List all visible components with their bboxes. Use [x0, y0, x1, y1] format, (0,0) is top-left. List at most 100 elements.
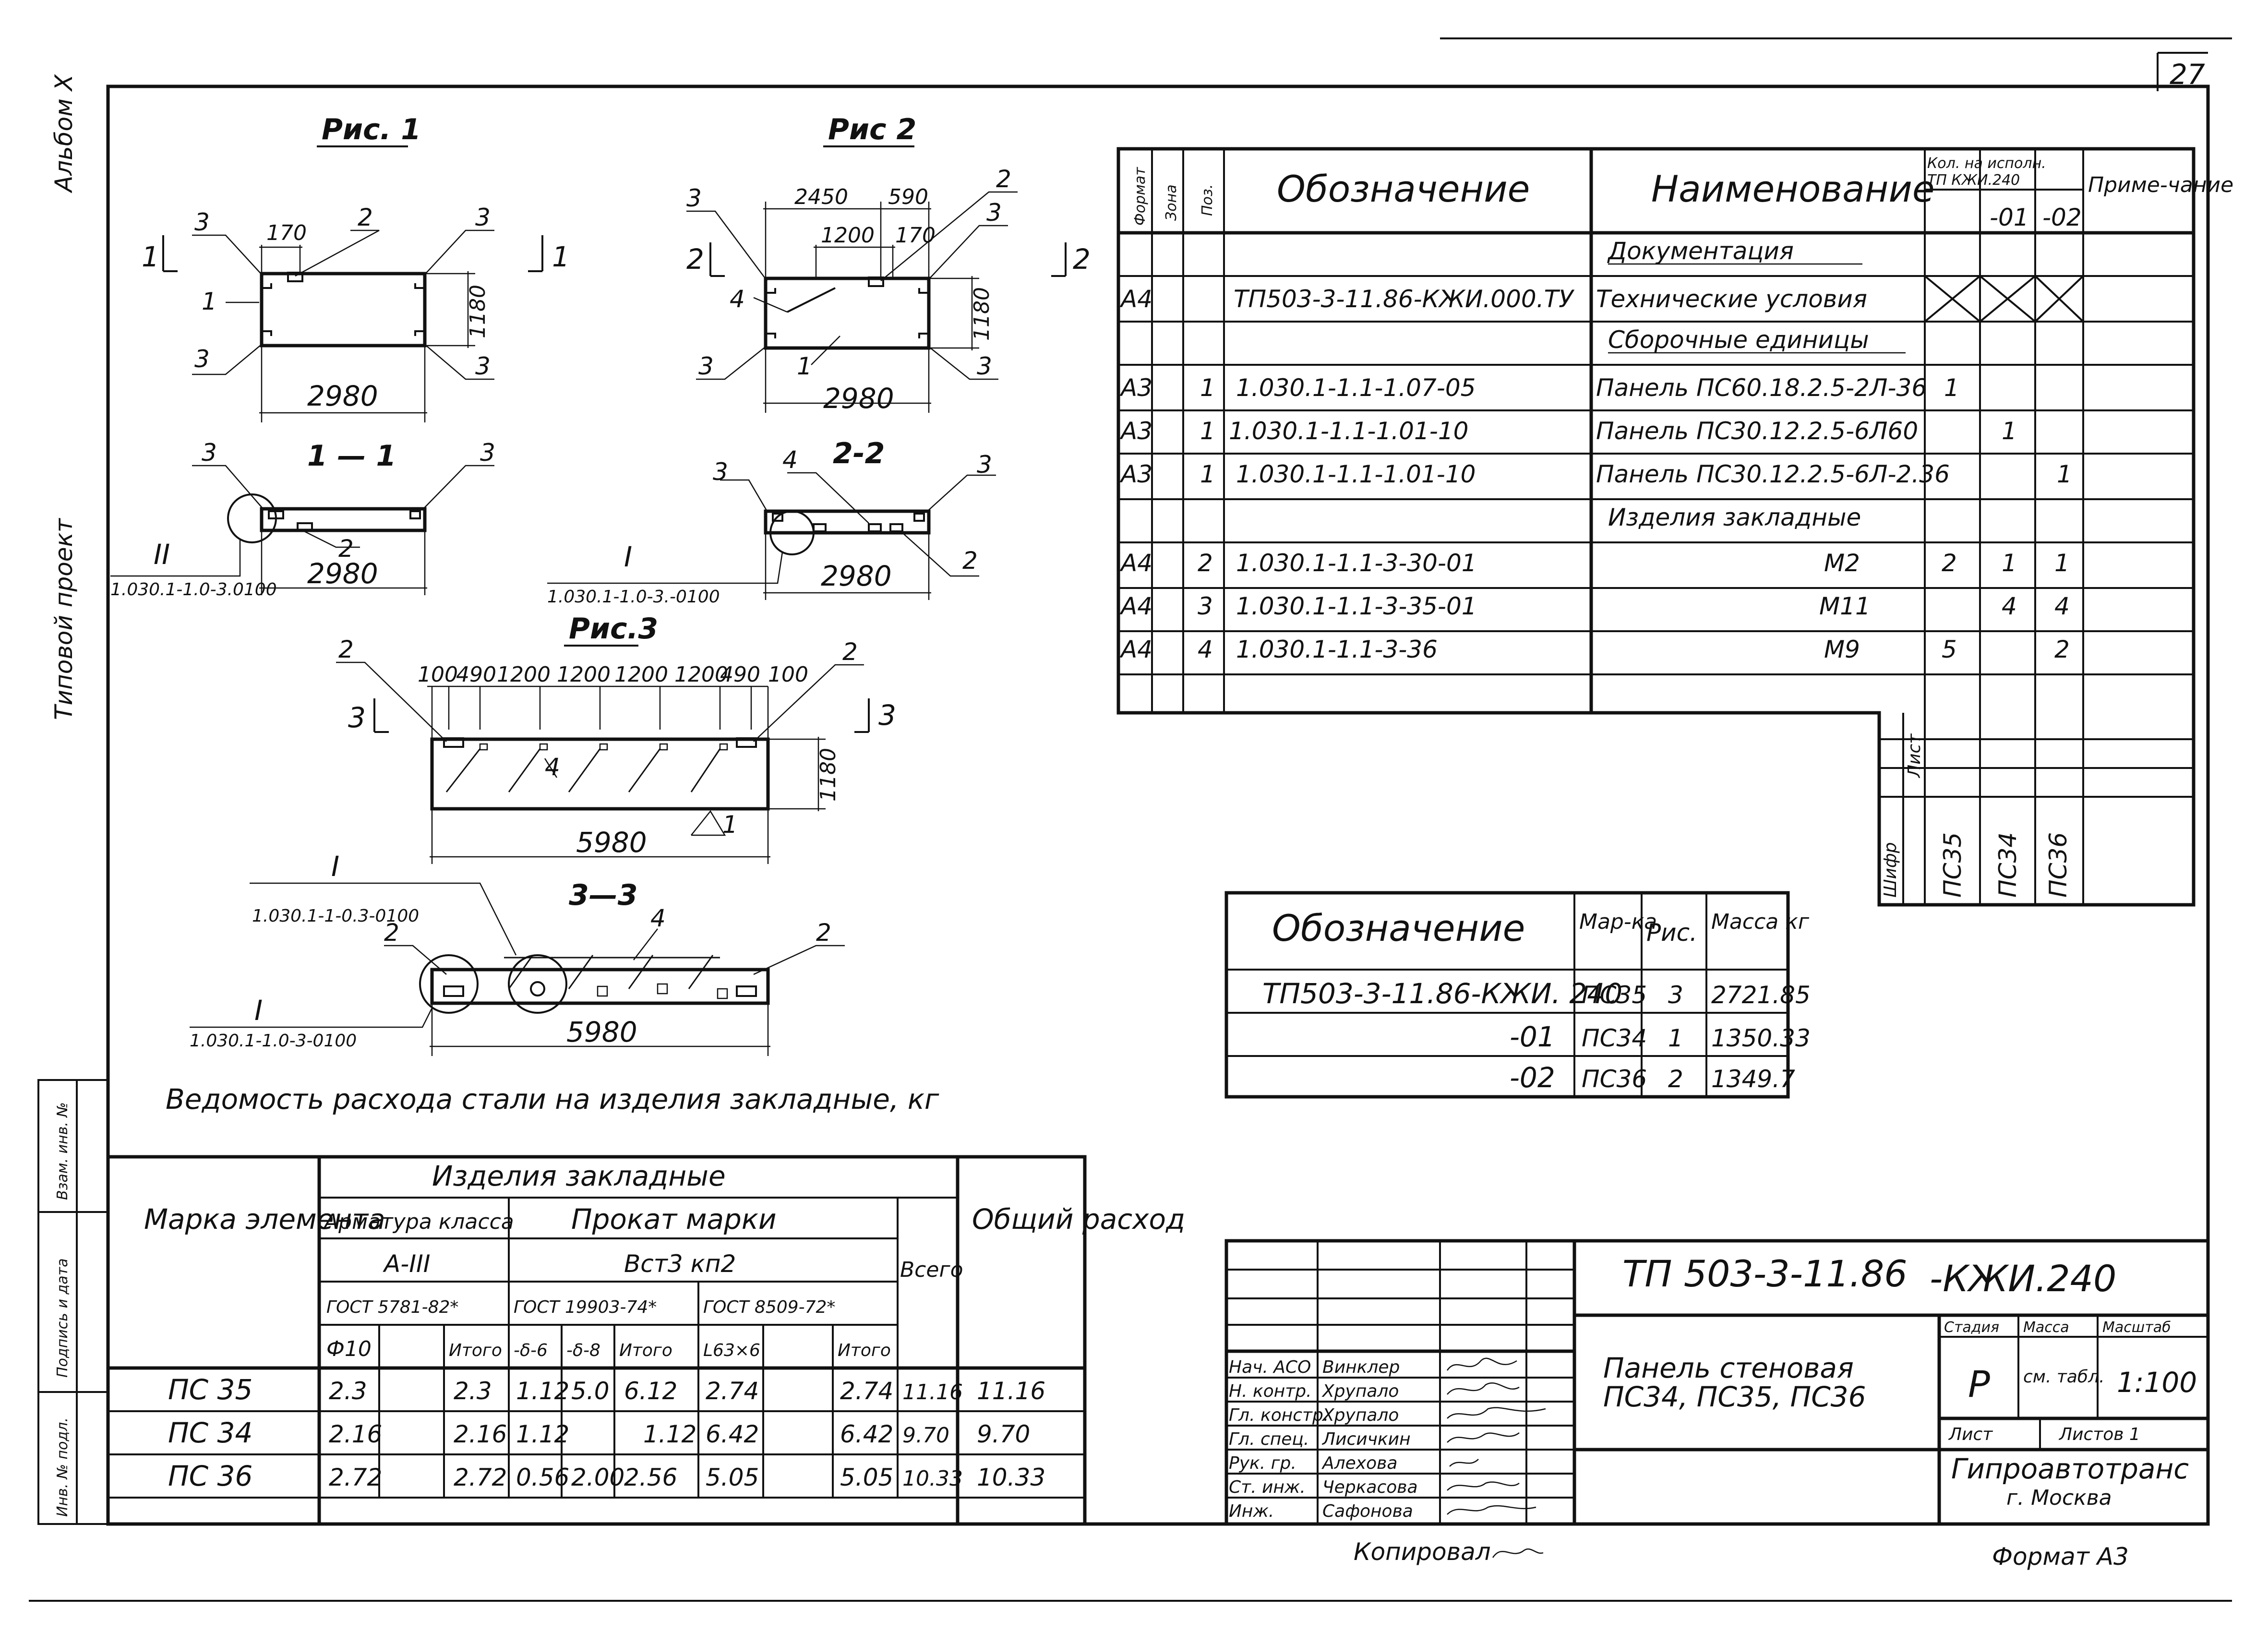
spec-cell-qty: 2	[2054, 636, 2070, 663]
fig3-label: 2	[338, 636, 354, 663]
signature-mark	[1447, 1505, 1536, 1515]
spec-cell-designation: 1.030.1-1.1-3-35-01	[1236, 592, 1477, 620]
fig3-node-ref-top: 1.030.1-1-0.3-0100	[252, 906, 419, 926]
spec-header-qty-sub: ТП КЖИ.240	[1927, 172, 2020, 189]
steel-cell-itogo3: 2.74	[840, 1377, 893, 1405]
steel-header-group: Изделия закладные	[432, 1160, 726, 1192]
spec-cell-designation: ТП503-3-11.86-КЖИ.000.ТУ	[1234, 285, 1575, 313]
steel-cell-d8: 2.00	[571, 1464, 624, 1491]
spec-cell-format: А3	[1119, 417, 1152, 445]
title-mass: см. табл.	[2023, 1367, 2105, 1387]
mass-cell-fig: 3	[1668, 981, 1683, 1009]
fig2-label: 4	[730, 285, 745, 313]
spec-cell-name: Панель ПС60.18.2.5-2Л-36	[1596, 374, 1927, 402]
fig1-label: 2	[358, 204, 373, 231]
fig2-node-num: I	[624, 540, 632, 573]
fig1-node-ref: 1.030.1-1.0-3.0100	[110, 580, 277, 600]
steel-cell-phi10: 2.16	[329, 1420, 382, 1448]
signature-name: Сафонова	[1322, 1501, 1413, 1521]
signature-role: Рук. гр.	[1229, 1453, 1296, 1473]
steel-col-phi10: Ф10	[326, 1337, 372, 1361]
spec-cell-name: Технические условия	[1596, 285, 1867, 313]
fig3-dim: 1200	[557, 662, 611, 687]
signature-role: Н. контр.	[1229, 1381, 1312, 1401]
signature-mark	[1447, 1382, 1520, 1395]
fig1-section-width: 2980	[307, 557, 378, 590]
fig2-label: 3	[686, 184, 702, 212]
mass-row: ТП503-3-11.86-КЖИ. 240 ПС35 3 2721.85	[1262, 977, 1811, 1010]
spec-row: А3 1 1.030.1-1.1-1.01-10 Панель ПС30.12.…	[1119, 417, 2017, 445]
signature-name: Винклер	[1322, 1357, 1400, 1377]
steel-header-rolled: Прокат марки	[571, 1203, 777, 1236]
mass-cell-mark: ПС35	[1582, 981, 1647, 1009]
fig3-label: 4	[545, 753, 560, 781]
signature-name: Хрупало	[1321, 1381, 1399, 1401]
spec-cell-designation: 1.030.1-1.1-3-36	[1236, 636, 1438, 663]
steel-row: ПС 35 2.3 2.3 1.12 5.0 6.12 2.74 2.74 11…	[168, 1373, 1045, 1406]
spec-table: Формат Зона Поз. Обозначение Наименовани…	[1116, 147, 2233, 907]
mass-cell-fig: 2	[1668, 1065, 1683, 1093]
mass-cell-fig: 1	[1668, 1024, 1683, 1052]
spec-section-title: Изделия закладные	[1608, 504, 1861, 531]
steel-header-rolled-sub: Вст3 кп2	[624, 1250, 736, 1278]
spec-row: А3 1 1.030.1-1.1-1.01-10 Панель ПС30.12.…	[1119, 460, 2072, 488]
fig2-dim-inner-right: 170	[895, 223, 936, 248]
fig3-node-ref-bottom: 1.030.1-1.0-3-0100	[190, 1031, 357, 1051]
steel-col-itogo3: Итого	[838, 1341, 891, 1360]
spec-row: А4 3 1.030.1-1.1-3-35-01 М11 4 4	[1119, 592, 2070, 620]
fig1-title: Рис. 1	[322, 113, 421, 146]
fig2-node-ref: 1.030.1-1.0-3.-0100	[547, 587, 720, 607]
title-scale: 1:100	[2117, 1366, 2197, 1399]
fig2-label: 2	[962, 547, 978, 575]
spec-cell-qty: 1	[2002, 417, 2017, 445]
spec-cell-format: А4	[1119, 592, 1152, 620]
fig2-dim-top-right: 590	[888, 185, 928, 209]
fig3-dim: 490	[720, 662, 760, 687]
signature-name: Черкасова	[1322, 1477, 1418, 1497]
fig2-label: 1	[797, 352, 812, 380]
steel-cell-mark: ПС 36	[168, 1460, 252, 1492]
mass-row: -01 ПС34 1 1350.33	[1510, 1020, 1811, 1053]
fig2-label: 3	[986, 199, 1002, 227]
steel-cell-itogo2: 1.12	[643, 1420, 696, 1448]
mass-header-designation: Обозначение	[1272, 907, 1525, 949]
fig2-label: 2	[996, 165, 1011, 193]
spec-row: А4 ТП503-3-11.86-КЖИ.000.ТУ Технические …	[1119, 275, 2084, 323]
spec-section-title: Сборочные единицы	[1608, 326, 1869, 354]
signature-role: Гл. спец.	[1229, 1429, 1309, 1449]
steel-cell-itogo2: 2.56	[624, 1464, 677, 1491]
spec-cell-name: Панель ПС30.12.2.5-6Л60	[1596, 417, 1918, 445]
title-stage: Р	[1968, 1363, 1990, 1405]
stamp-sheet-label: Лист	[1905, 733, 1924, 779]
stamp-mark: ПС35	[1939, 832, 1967, 898]
spec-header-designation: Обозначение	[1277, 168, 1530, 210]
spec-row: Изделия закладные	[1608, 504, 1861, 531]
steel-cell-mark: ПС 35	[168, 1373, 252, 1406]
steel-cell-overall: 9.70	[977, 1420, 1030, 1448]
mass-cell-designation: ТП503-3-11.86-КЖИ. 240	[1262, 977, 1622, 1010]
side-labels: Альбом X Типовой проект Взам. инв. № Под…	[37, 73, 109, 1525]
steel-cell-l63: 5.05	[706, 1464, 759, 1491]
spec-cell-qty: 1	[1944, 374, 1959, 402]
mass-table: Обозначение Мар-ка Рис. Масса кг ТП503-3…	[1224, 891, 1811, 1099]
title-org: Гипроавтотранс	[1951, 1452, 2189, 1485]
signature-mark	[1446, 1357, 1517, 1371]
footer: Копировал Формат А3	[1354, 1538, 2129, 1571]
fig1-label: 1	[202, 288, 217, 315]
signature-row: Рук. гр. Алехова	[1229, 1453, 1479, 1473]
steel-cell-d6: 1.12	[516, 1377, 569, 1405]
steel-cell-total: 11.16	[902, 1380, 963, 1404]
spec-cell-name: М9	[1824, 636, 1860, 663]
signature-role: Гл. констр.	[1229, 1405, 1329, 1425]
spec-cell-name: М11	[1819, 592, 1871, 620]
steel-cell-l63: 2.74	[706, 1377, 759, 1405]
spec-cell-designation: 1.030.1-1.1-3-30-01	[1236, 549, 1477, 577]
steel-cell-itogo: 2.16	[454, 1420, 507, 1448]
fig1-dim-height: 1180	[466, 285, 490, 338]
steel-cell-total: 9.70	[902, 1423, 949, 1448]
signature-role: Инж.	[1229, 1501, 1274, 1521]
fig3-dim: 1200	[497, 662, 551, 687]
fig1-section-title: 1 — 1	[307, 439, 396, 473]
steel-cell-d6: 0.56	[516, 1464, 569, 1491]
